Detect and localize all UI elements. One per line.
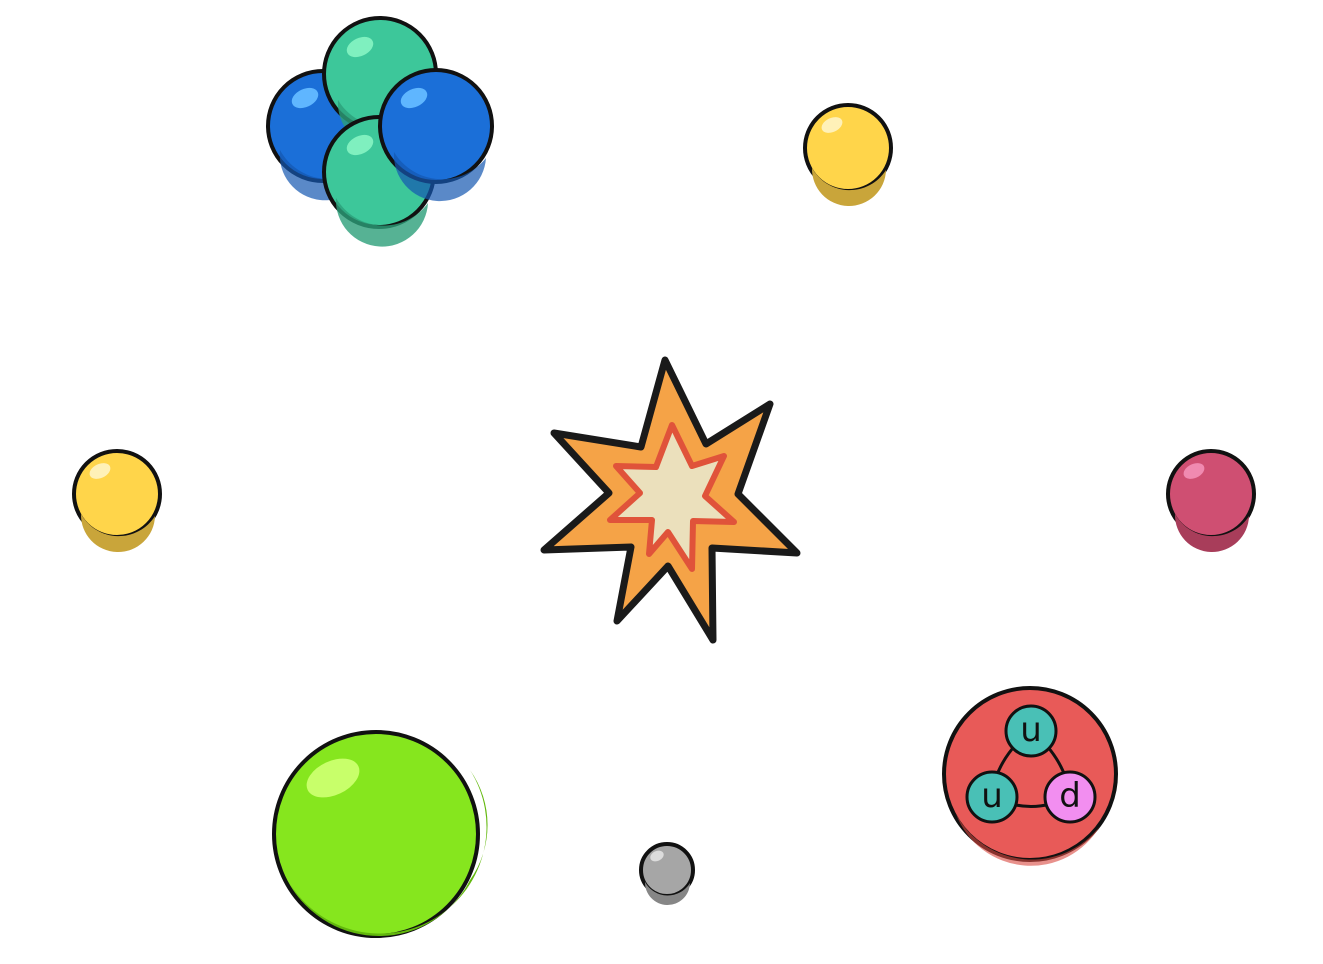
explosion-burst-icon — [540, 356, 801, 644]
proton-sphere-right — [378, 68, 494, 202]
yellow-particle-top-icon — [803, 103, 893, 206]
proton-quark-icon: u u d — [942, 686, 1118, 866]
green-particle-icon — [272, 730, 488, 938]
up-quark-left-label: u — [981, 776, 1003, 816]
gray-particle-icon — [639, 842, 695, 905]
up-quark-top: u — [1004, 704, 1058, 758]
down-quark-right-label: d — [1059, 776, 1081, 816]
up-quark-top-label: u — [1020, 710, 1042, 750]
down-quark-right: d — [1043, 770, 1097, 824]
alpha-particle-icon — [266, 16, 494, 247]
up-quark-left: u — [965, 770, 1019, 824]
yellow-particle-left-icon — [72, 449, 162, 553]
magenta-particle-icon — [1166, 449, 1256, 552]
